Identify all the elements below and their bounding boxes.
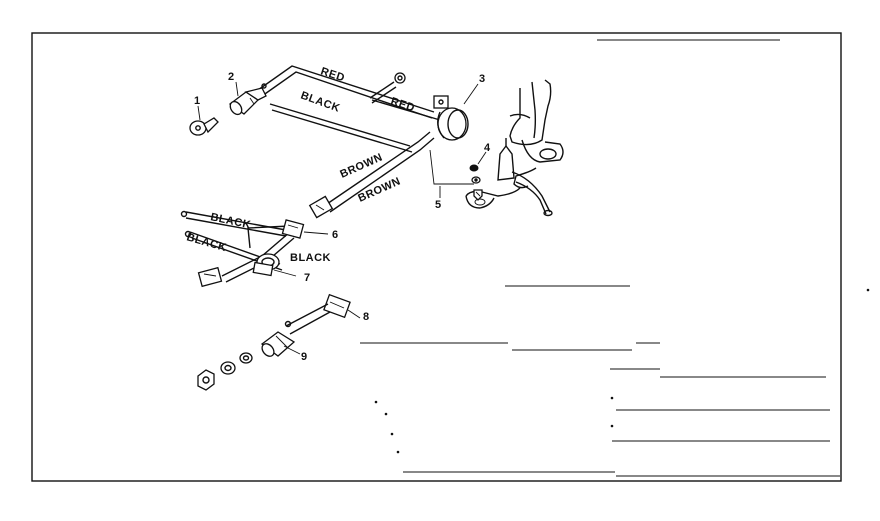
- callout-8: 8: [363, 311, 369, 323]
- wiring-harness: [180, 65, 474, 283]
- part-8-lead: [284, 293, 351, 335]
- part-7-grommet: [252, 253, 280, 277]
- callout-leaders: [197, 81, 487, 355]
- engine-block-illustration: [465, 79, 564, 217]
- callout-9: 9: [301, 351, 307, 363]
- hardware-nut-washers: [197, 352, 253, 391]
- wire-label-red-lower: RED: [389, 95, 416, 114]
- callout-1: 1: [194, 95, 200, 107]
- wire-label-black-grommet: BLACK: [290, 252, 331, 264]
- callout-6: 6: [332, 229, 338, 241]
- part-4-screw: [469, 164, 481, 184]
- wire-label-black-harness-lower: BLACK: [185, 231, 228, 254]
- part-1-terminal: [189, 117, 219, 136]
- callout-3: 3: [479, 73, 485, 85]
- callout-7: 7: [304, 272, 310, 284]
- callout-numbers: 1 2 3 4 5 6 7 8 9: [194, 71, 491, 363]
- wire-label-brown-upper: BROWN: [338, 151, 384, 180]
- part-6-connector: [281, 219, 305, 239]
- part-9-switch: [260, 331, 296, 357]
- callout-2: 2: [228, 71, 234, 83]
- diagram-frame: [31, 32, 842, 482]
- part-2-plug: [228, 83, 267, 116]
- part-5-ground-screw: [473, 189, 483, 201]
- callout-4: 4: [484, 142, 491, 154]
- wire-label-black-main: BLACK: [299, 90, 342, 115]
- scan-specks: [374, 288, 870, 454]
- part-3-ignition-coil: [433, 95, 469, 141]
- callout-5: 5: [435, 199, 441, 211]
- wire-label-black-harness-upper: BLACK: [209, 211, 252, 231]
- harness-end-connector: [197, 266, 223, 288]
- scan-artifact-lines: [360, 39, 840, 477]
